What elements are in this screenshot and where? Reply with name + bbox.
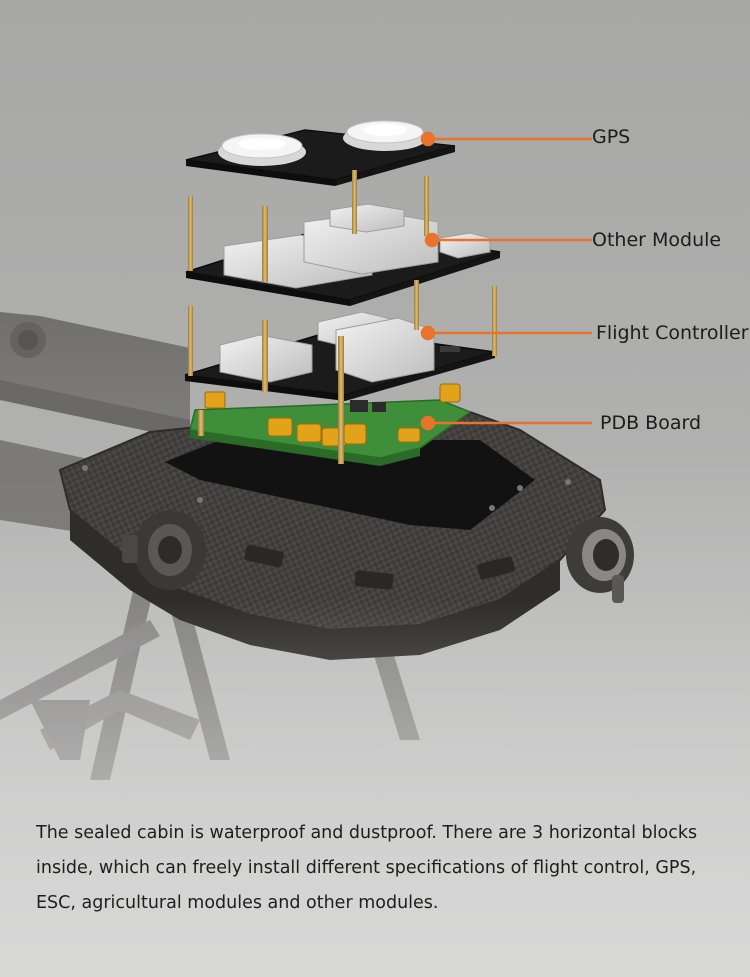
gps-plate [186,121,455,186]
label-gps: GPS [592,126,630,148]
label-pdb-board: PDB Board [600,412,701,434]
label-flight-controller: Flight Controller [596,322,749,344]
other-module-plate [186,204,500,306]
gps-dome-left [218,134,306,166]
gps-dome-right [343,121,427,151]
caption-text: The sealed cabin is waterproof and dustp… [36,816,726,921]
label-other-module: Other Module [592,229,721,251]
arm-clamp-right [566,517,634,603]
